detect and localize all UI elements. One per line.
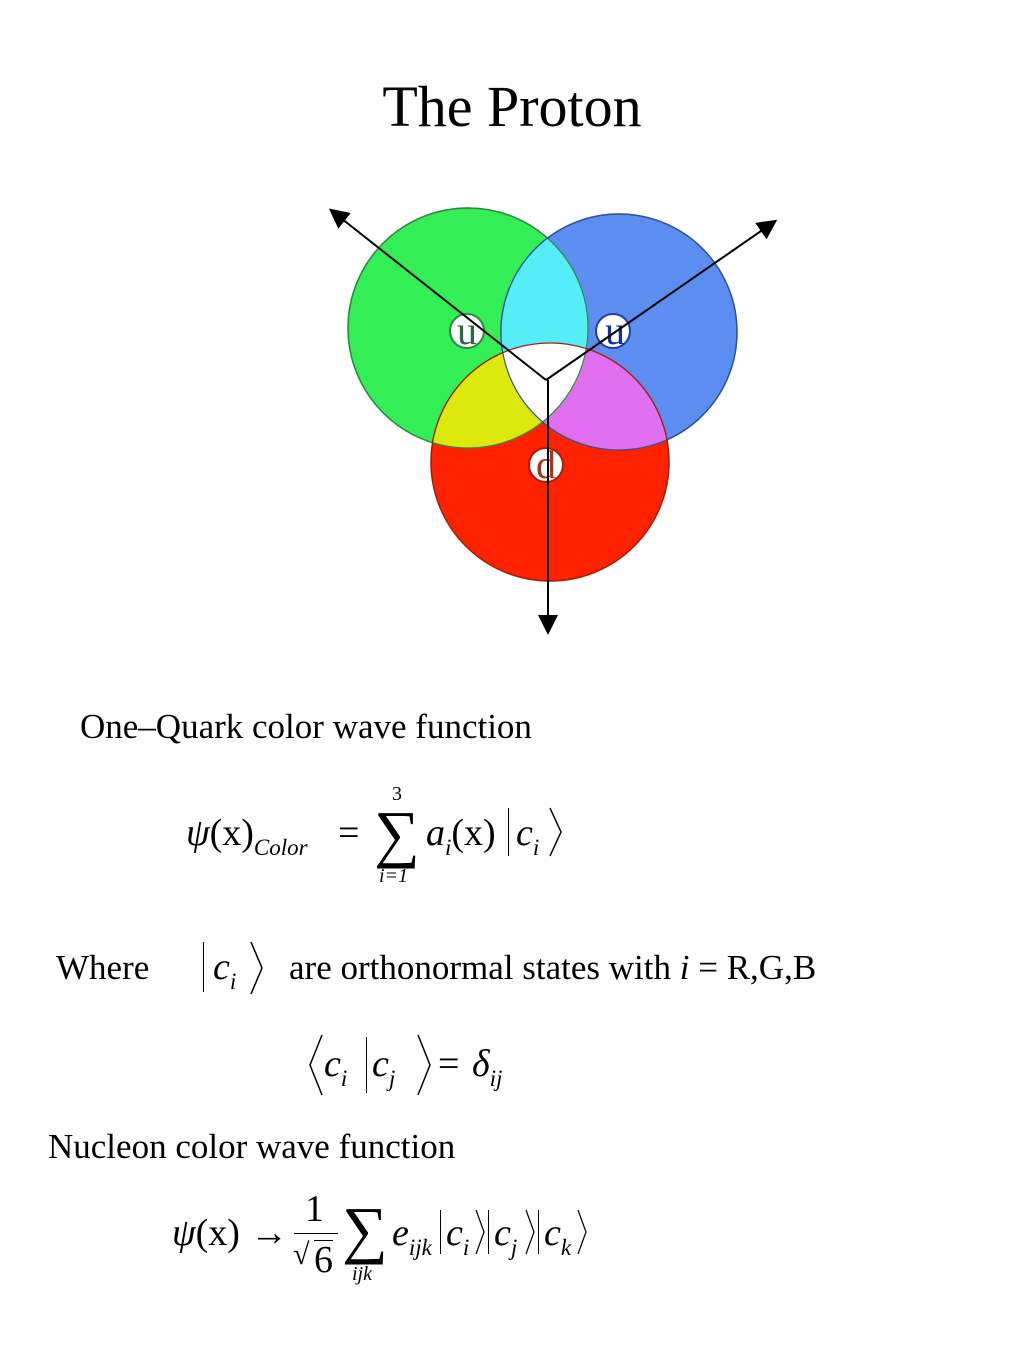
overlap-blue-red [501, 343, 669, 450]
ket-c-i: ci [203, 940, 273, 996]
sum-sign: ∑ [374, 798, 420, 869]
equation-nucleon: ψ(x) → 1 √ 6 ∑ ijk eijk ci cj ck [172, 1188, 612, 1288]
ket-angle [549, 807, 562, 857]
quark-u1-text: u [457, 308, 477, 353]
quark-label-d: d [528, 442, 564, 487]
sqrt-sign: √ [293, 1238, 310, 1271]
color-circles [347, 207, 738, 582]
where-label: Where [56, 948, 150, 987]
fraction-bar [294, 1233, 338, 1234]
equation-one-quark: ψ(x)Color = 3 ∑ i=1 ai(x) ci [186, 784, 586, 890]
arrow-up-right [545, 219, 778, 381]
quark-label-u1: u [449, 308, 485, 353]
color-axes [328, 208, 778, 635]
page-title: The Proton [382, 74, 642, 139]
quark-d-text: d [536, 442, 556, 487]
overlap-green-red [431, 343, 588, 448]
ket-bar [508, 808, 509, 856]
proton-diagram: u u d [328, 207, 778, 635]
sum-sign-nucleon: ∑ [342, 1194, 388, 1265]
one-quark-heading: One–Quark color wave function [80, 707, 532, 746]
quark-u2-text: u [605, 308, 625, 353]
orthonormal-text: are orthonormal states with i = R,G,B [289, 948, 817, 987]
nucleon-heading: Nucleon color wave function [48, 1127, 456, 1166]
arrow-up-left [328, 208, 547, 381]
equation-orthonormal: ci cj = δij [308, 1033, 528, 1099]
